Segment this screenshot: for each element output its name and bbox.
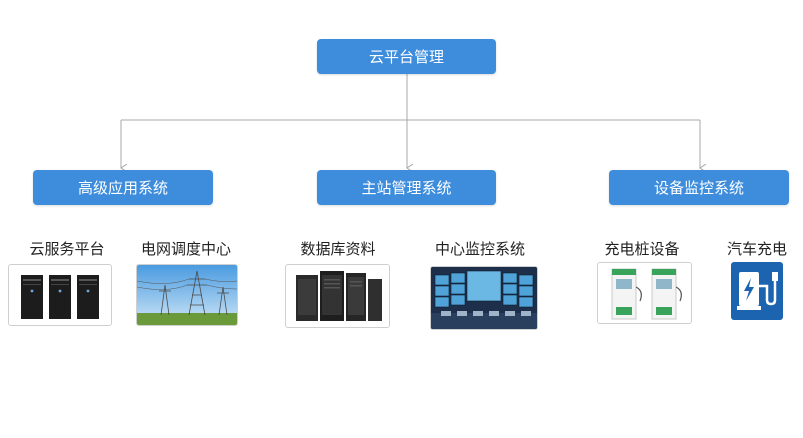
item-label-grid-dispatch: 电网调度中心 [140, 240, 231, 258]
item-label-charging-pile: 充电桩设备 [604, 240, 680, 258]
branch-node-master-station: 主站管理系统 [317, 170, 496, 205]
charging-piles-icon [597, 262, 692, 324]
database-servers-icon [285, 264, 390, 328]
ev-charging-icon [731, 262, 783, 320]
branch-node-device-monitoring: 设备监控系统 [609, 170, 789, 205]
video-wall-icon [430, 266, 538, 330]
item-label-ev-charging: 汽车充电 [726, 240, 787, 258]
root-node: 云平台管理 [317, 39, 496, 74]
branch-node-advanced-apps: 高级应用系统 [33, 170, 213, 205]
item-label-database: 数据库资料 [300, 240, 376, 258]
power-pylons-icon [136, 264, 238, 326]
item-label-central-monitoring: 中心监控系统 [434, 240, 525, 258]
server-towers-icon [8, 264, 112, 326]
item-label-cloud-service: 云服务平台 [29, 240, 105, 258]
